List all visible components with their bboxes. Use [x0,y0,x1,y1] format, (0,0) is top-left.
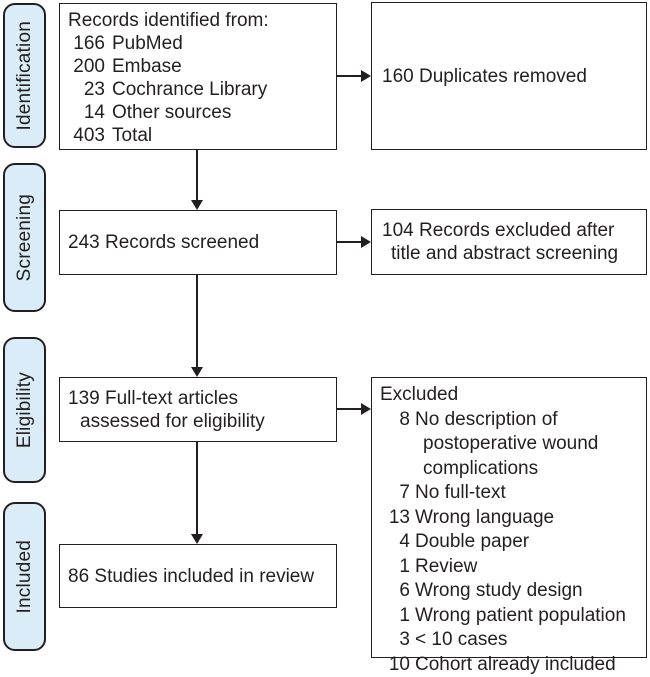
exclusion-count: 8 [380,408,410,482]
stage-label-identification-text: Identification [14,21,36,130]
arrow-fulltext-to-included [191,442,203,544]
source-count: 403 [68,124,105,147]
source-label: Other sources [112,101,332,124]
source-label: PubMed [112,32,332,55]
studies-included-text: 86 Studies included in review [68,565,314,588]
arrowhead-right-icon [361,70,371,82]
arrowhead-down-icon [191,367,203,377]
box-fulltext-assessed: 139 Full-text articles assessed for elig… [59,377,337,442]
exclusion-row: 10 Cohort already included [380,653,646,677]
arrow-line [337,75,361,77]
exclusion-count: 13 [380,506,410,531]
exclusion-count: 4 [380,530,410,555]
source-label: Embase [112,55,332,78]
exclusion-row: 6 Wrong study design [380,579,646,604]
arrowhead-down-icon [191,200,203,210]
arrowhead-down-icon [191,534,203,544]
arrow-screened-to-excluded [337,236,371,248]
arrow-screened-to-fulltext [191,275,203,377]
exclusion-count: 10 [380,653,410,677]
exclusion-reason: No description of postoperative wound co… [415,408,646,482]
exclusion-count: 1 [380,604,410,629]
source-count: 23 [68,78,105,101]
exclusion-reason: No full-text [415,481,646,506]
exclusion-reason: Cohort already included [415,653,646,677]
excluded-eligibility-title: Excluded [380,383,646,408]
arrowhead-right-icon [361,403,371,415]
source-row: 403 Total [68,124,332,147]
source-label: Total [112,124,332,147]
excluded-screening-text: 104 Records excluded after title and abs… [382,219,618,265]
exclusion-count: 1 [380,555,410,580]
duplicates-removed-text: 160 Duplicates removed [382,65,587,88]
exclusion-row: 13 Wrong language [380,506,646,531]
box-records-screened: 243 Records screened [59,210,337,275]
exclusion-count: 3 [380,628,410,653]
source-row: 14 Other sources [68,101,332,124]
exclusion-reason: Double paper [415,530,646,555]
arrow-identified-to-duplicates [337,70,371,82]
records-identified-title: Records identified from: [68,9,332,32]
exclusion-reason: Wrong language [415,506,646,531]
source-count: 166 [68,32,105,55]
exclusion-reason: Wrong study design [415,579,646,604]
source-count: 14 [68,101,105,124]
stage-label-screening: Screening [3,163,46,312]
exclusion-count: 6 [380,579,410,604]
exclusion-count: 7 [380,481,410,506]
exclusion-reason: < 10 cases [415,628,646,653]
exclusion-row: 3 < 10 cases [380,628,646,653]
arrow-identified-to-screened [191,150,203,210]
stage-label-identification: Identification [3,3,46,148]
arrow-line [337,241,361,243]
records-screened-text: 243 Records screened [68,231,259,254]
exclusion-row: 7 No full-text [380,481,646,506]
box-studies-included: 86 Studies included in review [59,544,337,608]
stage-label-included-text: Included [14,540,36,613]
arrow-line [196,275,198,367]
box-duplicates-removed: 160 Duplicates removed [371,2,647,150]
arrow-line [196,150,198,200]
exclusion-row: 1 Wrong patient population [380,604,646,629]
fulltext-assessed-text: 139 Full-text articles assessed for elig… [68,387,265,433]
box-excluded-screening: 104 Records excluded after title and abs… [371,209,647,275]
stage-label-eligibility-text: Eligibility [14,372,36,448]
source-row: 200 Embase [68,55,332,78]
exclusion-row: 1 Review [380,555,646,580]
box-records-identified: Records identified from: 166 PubMed 200 … [59,3,337,150]
arrowhead-right-icon [361,236,371,248]
exclusion-reason: Wrong patient population [415,604,646,629]
arrow-fulltext-to-excluded [337,403,371,415]
stage-label-screening-text: Screening [14,194,36,281]
stage-label-included: Included [3,502,46,651]
source-row: 166 PubMed [68,32,332,55]
arrow-line [337,408,361,410]
arrow-line [196,442,198,534]
exclusion-reason: Review [415,555,646,580]
box-excluded-eligibility: Excluded 8 No description of postoperati… [371,377,647,658]
exclusion-row: 4 Double paper [380,530,646,555]
source-label: Cochrance Library [112,78,332,101]
exclusion-row: 8 No description of postoperative wound … [380,408,646,482]
stage-label-eligibility: Eligibility [3,337,46,483]
source-row: 23 Cochrance Library [68,78,332,101]
source-count: 200 [68,55,105,78]
